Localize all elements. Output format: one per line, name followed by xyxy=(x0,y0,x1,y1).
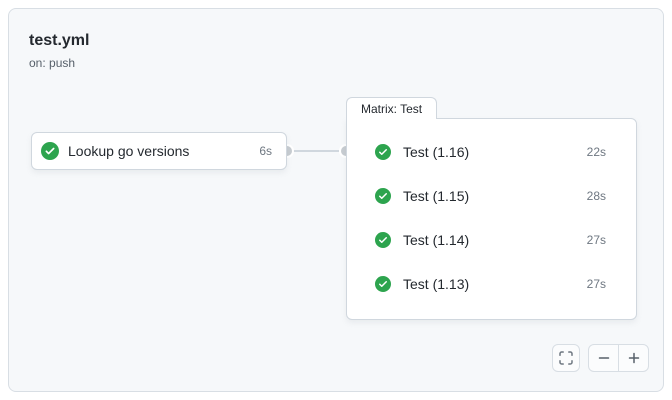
job-label: Test (1.14) xyxy=(403,232,470,248)
job-duration: 6s xyxy=(259,144,272,158)
check-circle-icon xyxy=(375,144,391,160)
connector-dot-start xyxy=(282,146,292,156)
job-label: Test (1.16) xyxy=(403,144,470,160)
fullscreen-button[interactable] xyxy=(552,344,580,372)
check-circle-icon xyxy=(41,142,59,160)
graph-controls xyxy=(552,344,649,372)
job-label: Lookup go versions xyxy=(68,143,190,159)
matrix-group: Matrix: Test Test (1.16) 22s Test (1.15)… xyxy=(346,97,637,320)
fullscreen-icon xyxy=(559,351,573,365)
job-node-lookup-go-versions[interactable]: Lookup go versions 6s xyxy=(31,132,287,170)
check-circle-icon xyxy=(375,276,391,292)
matrix-group-body: Test (1.16) 22s Test (1.15) 28s Test (1.… xyxy=(346,118,637,320)
check-circle-icon xyxy=(375,188,391,204)
workflow-trigger: on: push xyxy=(29,56,76,71)
matrix-group-label: Matrix: Test xyxy=(361,101,423,116)
zoom-controls xyxy=(588,344,649,372)
check-circle-icon xyxy=(375,232,391,248)
job-node-test-1-14[interactable]: Test (1.14) 27s xyxy=(375,220,606,260)
job-duration: 27s xyxy=(586,233,606,247)
workflow-header: test.yml on: push xyxy=(29,31,89,70)
zoom-in-button[interactable] xyxy=(619,345,648,371)
workflow-graph-canvas: test.yml on: push Lookup go versions 6s … xyxy=(8,8,664,392)
job-label: Test (1.13) xyxy=(403,276,470,292)
connector-line xyxy=(287,150,346,152)
job-duration: 27s xyxy=(586,277,606,291)
workflow-title: test.yml xyxy=(29,32,90,49)
job-node-test-1-15[interactable]: Test (1.15) 28s xyxy=(375,176,606,216)
zoom-out-button[interactable] xyxy=(589,345,618,371)
job-duration: 28s xyxy=(586,189,606,203)
job-node-test-1-13[interactable]: Test (1.13) 27s xyxy=(375,264,606,304)
job-duration: 22s xyxy=(586,145,606,159)
job-node-test-1-16[interactable]: Test (1.16) 22s xyxy=(375,132,606,172)
zoom-in-icon xyxy=(628,352,639,364)
job-label: Test (1.15) xyxy=(403,188,470,204)
zoom-controls-divider xyxy=(618,345,619,371)
matrix-group-tab: Matrix: Test xyxy=(346,97,438,119)
zoom-out-icon xyxy=(598,357,609,359)
